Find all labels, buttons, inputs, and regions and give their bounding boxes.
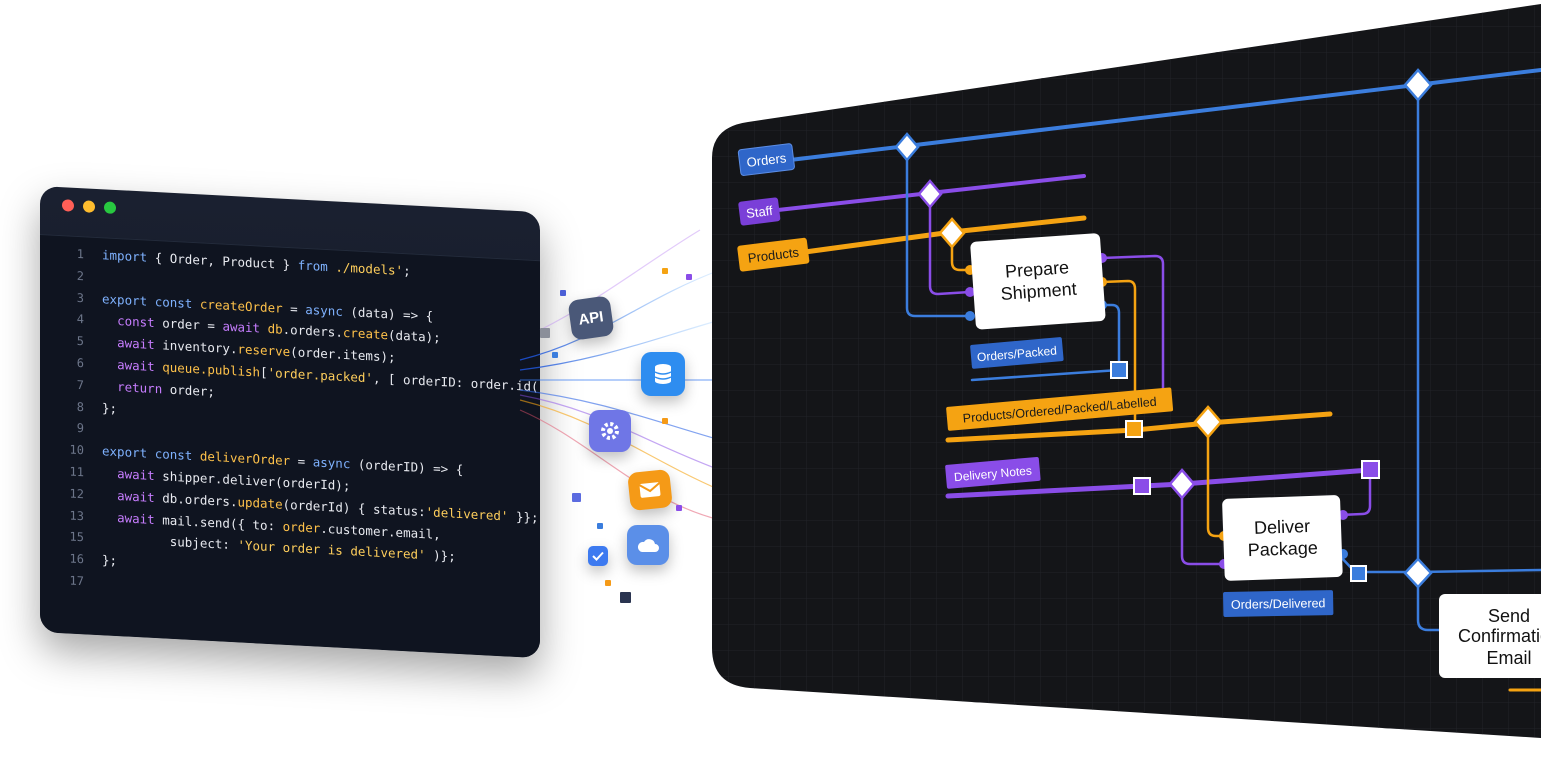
mail-icon[interactable]	[627, 468, 673, 512]
delivery-notes-stream-tag[interactable]: Delivery Notes	[945, 456, 1041, 489]
confetti-particle	[620, 592, 631, 603]
orders-gateway-diamond[interactable]	[894, 132, 920, 162]
products-stream-label: Products	[747, 245, 800, 266]
confetti-particle	[605, 580, 611, 586]
orders-delivered-gateway-diamond[interactable]	[1403, 557, 1433, 589]
send-email-title-3: Email	[1486, 648, 1531, 668]
confetti-particle	[662, 268, 668, 274]
orders-stream-tag[interactable]: Orders	[737, 143, 795, 176]
confetti-particle	[676, 505, 682, 511]
staff-stream-tag[interactable]: Staff	[738, 197, 781, 226]
deliver-package-title-1: Deliver	[1254, 516, 1311, 538]
products-gateway-diamond[interactable]	[938, 217, 966, 249]
orders-delivered-stream-tag[interactable]: Orders/Delivered	[1223, 590, 1334, 617]
checkbox-icon[interactable]	[588, 546, 608, 566]
staff-stream-label: Staff	[745, 203, 774, 221]
products-stream-tag[interactable]: Products	[737, 237, 810, 272]
confetti-particle	[540, 328, 550, 338]
orders-packed-event-square[interactable]	[1110, 361, 1128, 379]
send-email-title-1: Send	[1488, 606, 1530, 626]
confetti-particle	[552, 352, 558, 358]
confetti-particle	[597, 523, 603, 529]
orders-delivered-label: Orders/Delivered	[1231, 596, 1326, 612]
delivery-gateway-diamond[interactable]	[1168, 468, 1196, 500]
confetti-particle	[686, 274, 692, 280]
orders-packed-label: Orders/Packed	[976, 343, 1057, 364]
send-email-title-2: Confirmation	[1458, 626, 1541, 646]
confetti-particle	[572, 493, 581, 502]
delivery-end-event-square[interactable]	[1361, 460, 1380, 479]
products-event-square[interactable]	[1125, 420, 1143, 438]
gear-icon[interactable]	[589, 410, 631, 452]
delivery-notes-label: Delivery Notes	[953, 463, 1032, 484]
deliver-package-title-2: Package	[1247, 538, 1318, 560]
orders-delivered-event-square[interactable]	[1350, 565, 1367, 582]
orders-packed-stream-tag[interactable]: Orders/Packed	[970, 337, 1064, 369]
staff-gateway-diamond[interactable]	[917, 179, 943, 209]
products-long-gateway-diamond[interactable]	[1193, 405, 1223, 439]
cloud-icon[interactable]	[627, 525, 669, 565]
event-squares	[1110, 361, 1380, 582]
confetti-particle	[560, 290, 566, 296]
delivery-event-square[interactable]	[1133, 477, 1151, 495]
gateway-diamonds	[894, 68, 1433, 589]
orders-stream-label: Orders	[746, 150, 788, 170]
orders-top-gateway-diamond[interactable]	[1403, 68, 1433, 102]
delivery-notes-stream-line	[945, 467, 1373, 499]
confetti-particle	[662, 418, 668, 424]
deliver-package-node[interactable]: Deliver Package	[1222, 495, 1343, 581]
prepare-shipment-node[interactable]: Prepare Shipment	[970, 233, 1106, 330]
database-icon[interactable]	[641, 352, 685, 396]
send-confirmation-email-node[interactable]: Send Confirmation Email	[1439, 594, 1541, 678]
prepare-shipment-title-1: Prepare	[1004, 257, 1069, 281]
products-long-stream-line	[945, 411, 1333, 443]
